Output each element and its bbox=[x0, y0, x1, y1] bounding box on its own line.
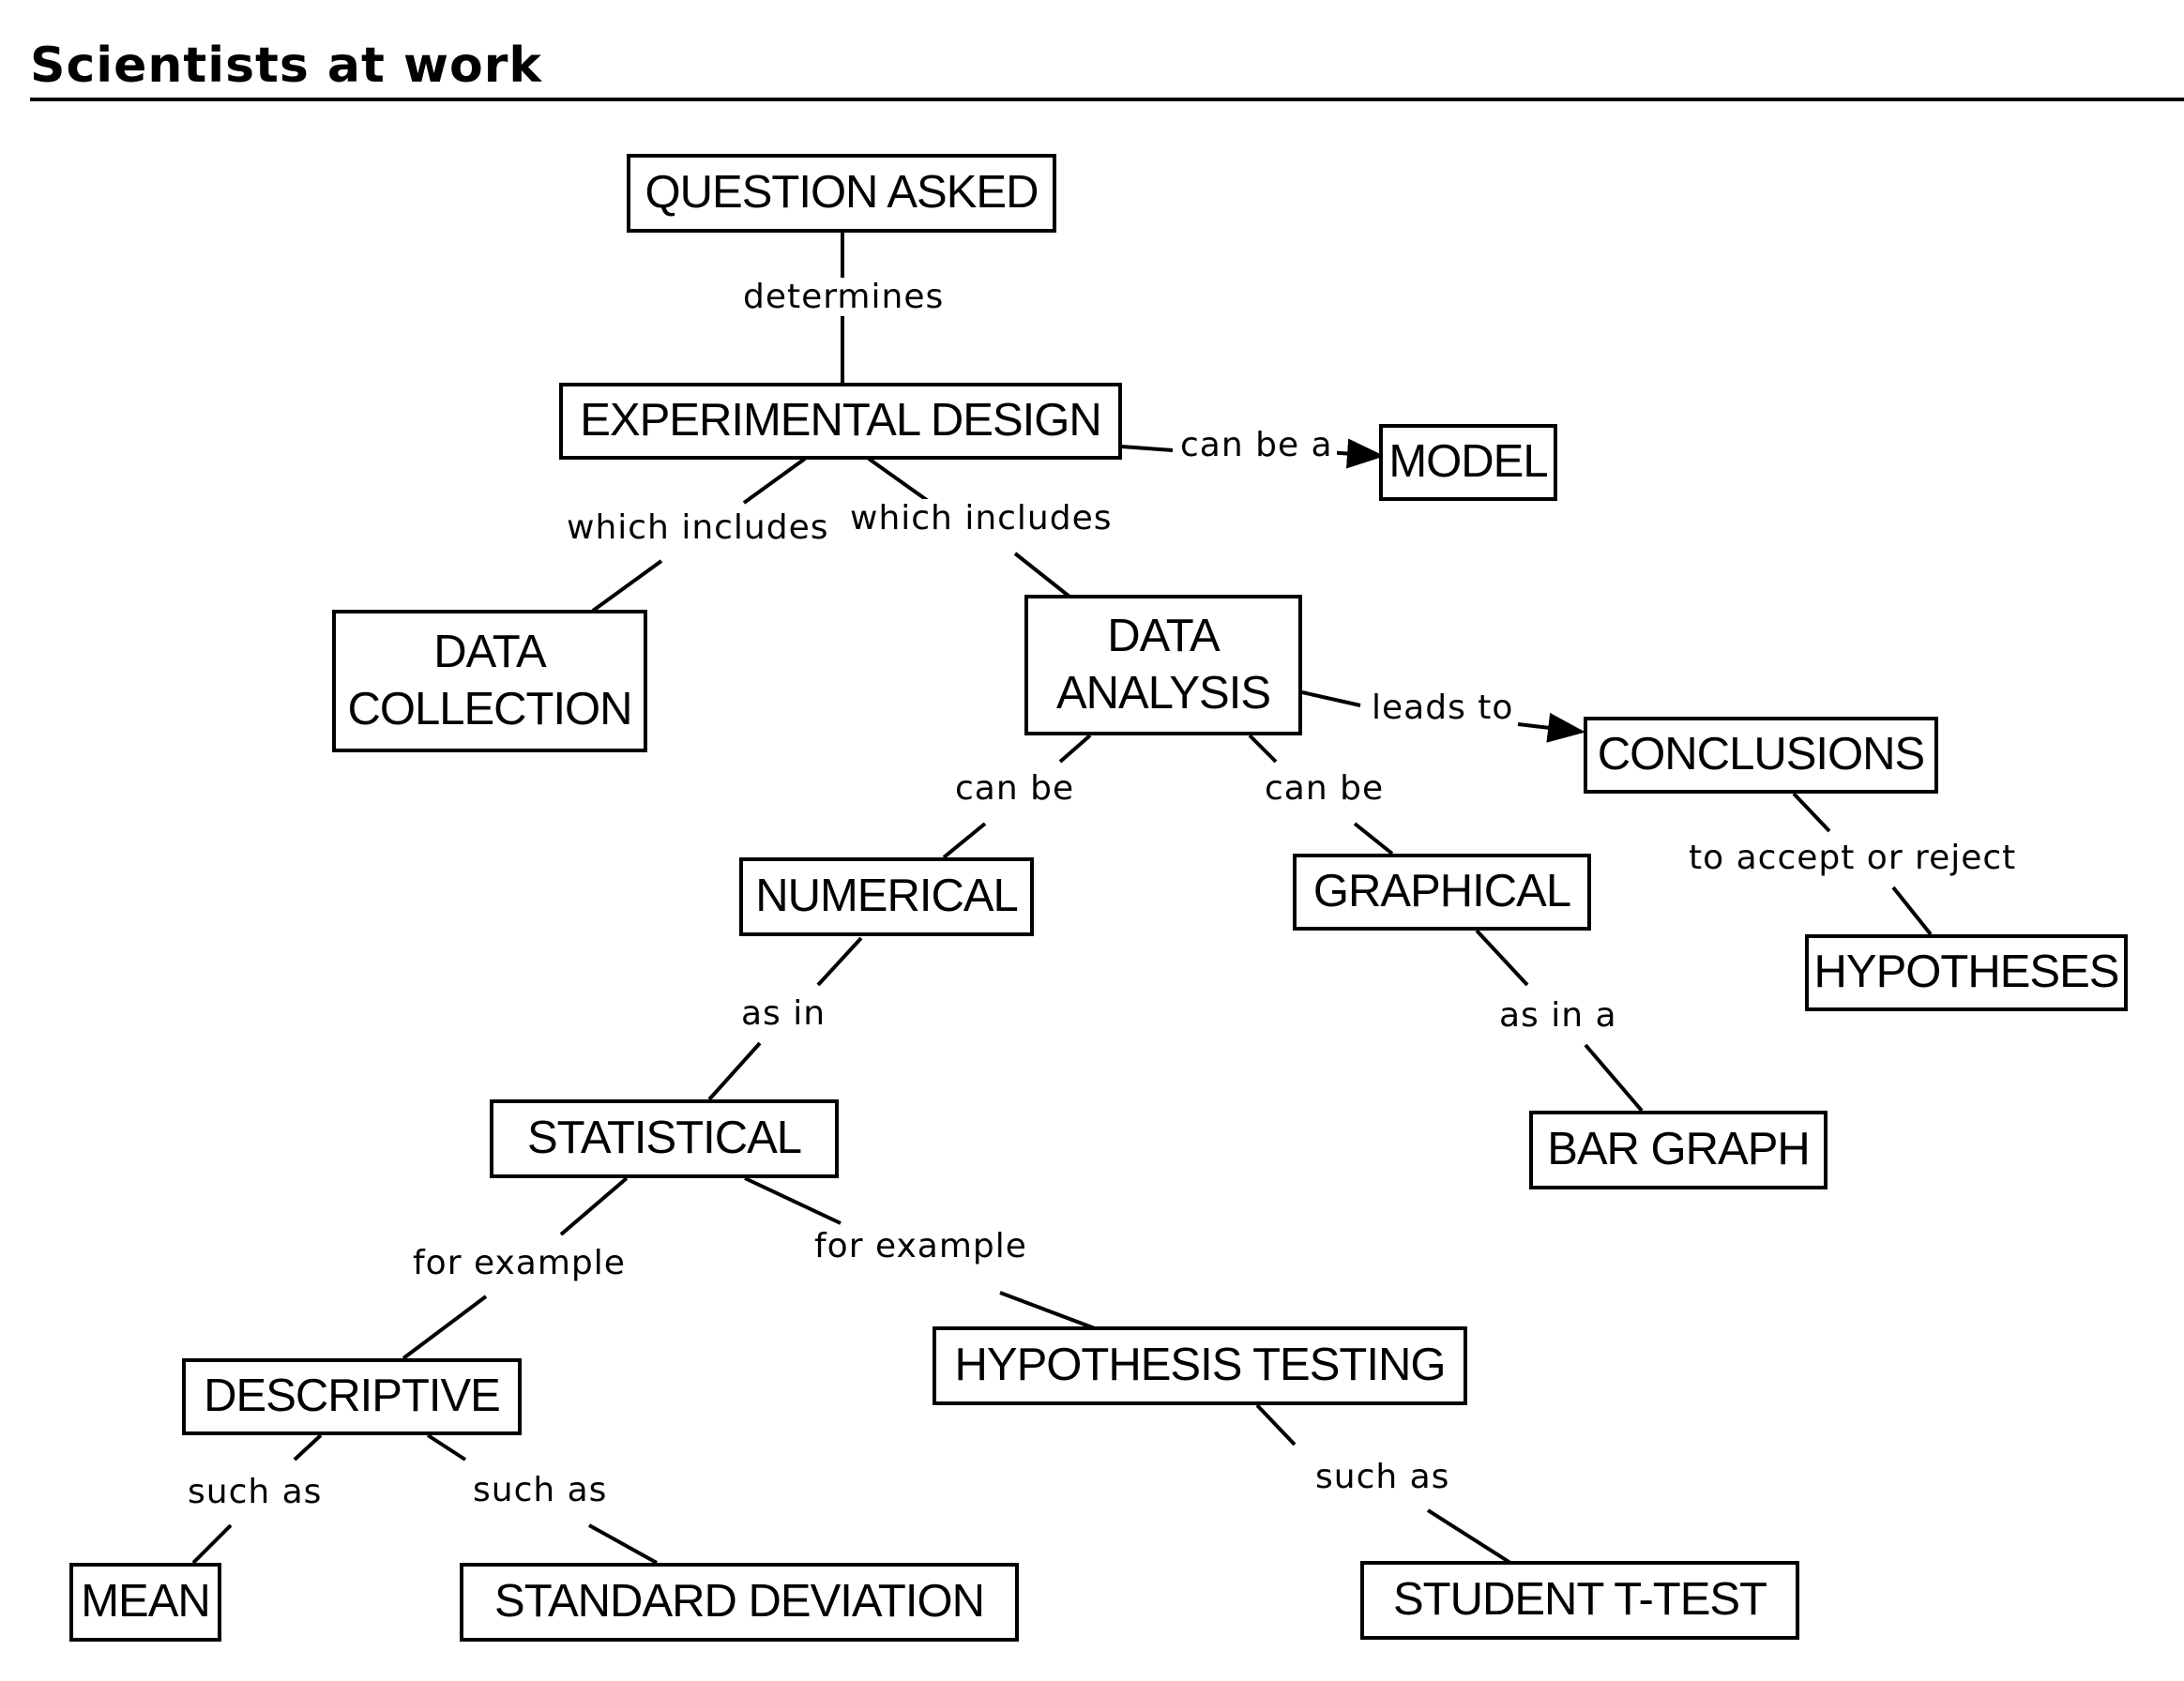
line-graphical-bargraph-b bbox=[1584, 1043, 1644, 1113]
node-graphical: GRAPHICAL bbox=[1293, 854, 1591, 931]
line-analysis-graphical-a bbox=[1248, 734, 1278, 764]
line-design-model-a bbox=[1120, 445, 1174, 452]
node-question-asked: QUESTION ASKED bbox=[627, 154, 1056, 233]
node-model: MODEL bbox=[1379, 424, 1557, 501]
line-numerical-statistical-b bbox=[707, 1041, 762, 1101]
title-underline bbox=[30, 98, 2184, 101]
node-experimental-design: EXPERIMENTAL DESIGN bbox=[559, 383, 1122, 460]
line-analysis-graphical-b bbox=[1353, 822, 1394, 856]
label-which-includes-right: which includes bbox=[846, 499, 1116, 538]
node-data-collection: DATA COLLECTION bbox=[332, 610, 647, 752]
label-leads-to: leads to bbox=[1368, 689, 1518, 727]
label-as-in: as in bbox=[737, 994, 830, 1033]
line-design-collection-a bbox=[742, 457, 807, 505]
line-design-analysis-b bbox=[1013, 552, 1071, 598]
label-for-example-right: for example bbox=[811, 1227, 1031, 1265]
line-descriptive-mean-a bbox=[293, 1433, 323, 1461]
node-student-t-test: STUDENT T-TEST bbox=[1360, 1561, 1799, 1640]
node-bar-graph: BAR GRAPH bbox=[1529, 1111, 1828, 1189]
line-graphical-bargraph-a bbox=[1475, 929, 1529, 987]
line-analysis-numerical-a bbox=[1058, 734, 1092, 764]
node-conclusions: CONCLUSIONS bbox=[1584, 717, 1938, 794]
line-hyptesting-ttest-b bbox=[1426, 1508, 1512, 1565]
label-such-as-ttest: such as bbox=[1312, 1458, 1454, 1496]
label-determines: determines bbox=[739, 278, 948, 316]
line-analysis-conclusions-a bbox=[1301, 690, 1361, 707]
label-for-example-left: for example bbox=[409, 1244, 629, 1282]
line-descriptive-stddev-a bbox=[426, 1433, 467, 1461]
label-can-be-a: can be a bbox=[1176, 426, 1337, 464]
node-hypothesis-testing: HYPOTHESIS TESTING bbox=[933, 1326, 1467, 1405]
line-statistical-descriptive-b bbox=[402, 1295, 488, 1360]
node-data-analysis: DATA ANALYSIS bbox=[1024, 595, 1302, 735]
label-can-be-left: can be bbox=[951, 769, 1079, 808]
line-conclusions-hypotheses-b bbox=[1891, 886, 1933, 936]
node-numerical: NUMERICAL bbox=[739, 857, 1034, 936]
node-hypotheses: HYPOTHESES bbox=[1805, 934, 2128, 1011]
line-numerical-statistical-a bbox=[816, 936, 863, 987]
line-hyptesting-ttest-a bbox=[1255, 1403, 1297, 1446]
node-mean: MEAN bbox=[69, 1563, 221, 1642]
line-analysis-conclusions-b bbox=[1517, 712, 1585, 743]
label-such-as-mean: such as bbox=[184, 1473, 326, 1511]
node-statistical: STATISTICAL bbox=[490, 1099, 839, 1178]
label-as-in-a: as in a bbox=[1495, 996, 1621, 1035]
line-conclusions-hypotheses-a bbox=[1792, 792, 1831, 833]
page-title: Scientists at work bbox=[30, 38, 542, 94]
line-descriptive-mean-b bbox=[191, 1523, 233, 1565]
label-which-includes-left: which includes bbox=[563, 508, 833, 547]
line-design-collection-b bbox=[591, 559, 663, 613]
line-analysis-numerical-b bbox=[942, 822, 987, 859]
line-statistical-hyptesting-a bbox=[744, 1176, 842, 1225]
line-design-analysis-a bbox=[867, 457, 933, 505]
node-descriptive: DESCRIPTIVE bbox=[182, 1358, 522, 1435]
label-can-be-right: can be bbox=[1261, 769, 1388, 808]
line-descriptive-stddev-b bbox=[588, 1523, 658, 1565]
line-statistical-descriptive-a bbox=[559, 1176, 629, 1236]
label-accept-or-reject: to accept or reject bbox=[1685, 839, 2021, 877]
node-standard-deviation: STANDARD DEVIATION bbox=[460, 1563, 1019, 1642]
line-statistical-hyptesting-b bbox=[999, 1291, 1100, 1332]
label-such-as-stddev: such as bbox=[469, 1471, 612, 1509]
